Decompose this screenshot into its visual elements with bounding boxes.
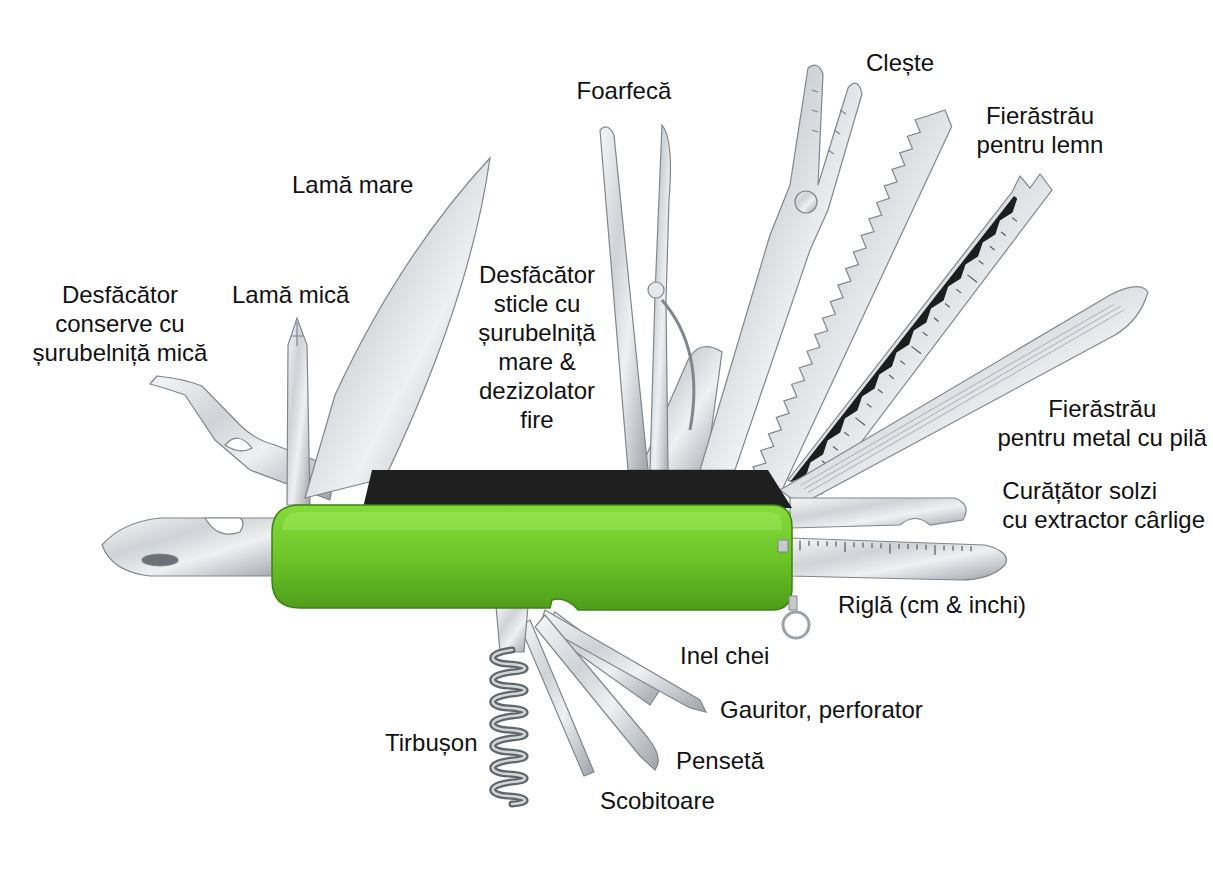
part-label: Curățător solzi cu extractor cârlige <box>1002 476 1205 534</box>
part-label: Desfăcător conserve cu șurubelniță mică <box>33 280 208 367</box>
part-label: Lamă mică <box>232 280 349 309</box>
phillips-tip <box>291 322 303 346</box>
label-line: pentru lemn <box>977 130 1104 159</box>
part-label: Desfăcător sticle cu șurubelniță mare & … <box>478 260 595 434</box>
small-blade <box>287 318 310 505</box>
label-line: Clește <box>866 48 934 77</box>
label-line: Curățător solzi <box>1002 476 1205 505</box>
part-label: Fierăstrău pentru metal cu pilă <box>998 394 1207 452</box>
large-blade <box>305 158 490 498</box>
pliers-serration <box>812 90 846 154</box>
part-label: Inel chei <box>680 641 769 670</box>
part-label: Clește <box>866 48 934 77</box>
label-line: Lamă mică <box>232 280 349 309</box>
label-line: Desfăcător <box>33 280 208 309</box>
scissors-pivot <box>648 282 664 298</box>
label-line: dezizolator <box>478 376 595 405</box>
label-line: sticle cu <box>478 289 595 318</box>
part-label: Fierăstrău pentru lemn <box>977 101 1104 159</box>
label-line: Foarfecă <box>577 76 672 105</box>
label-line: conserve cu <box>33 309 208 338</box>
key-ring <box>783 612 809 638</box>
scissors-left-blade <box>600 127 648 470</box>
label-line: Fierăstrău <box>977 101 1104 130</box>
ruler <box>790 538 1006 580</box>
part-label: Scobitoare <box>600 786 715 815</box>
toothpick <box>520 620 594 776</box>
bottle-notch <box>205 518 243 534</box>
corkscrew-base <box>496 606 528 652</box>
label-line: șurubelniță mică <box>33 338 208 367</box>
label-line: șurubelniță <box>478 318 595 347</box>
part-label: Tirbușon <box>385 728 477 757</box>
part-label: Pensetă <box>676 746 764 775</box>
ruler-scale <box>800 540 971 555</box>
label-line: Fierăstrău <box>998 394 1207 423</box>
tool-hole <box>142 554 178 566</box>
label-line: pentru metal cu pilă <box>998 423 1207 452</box>
label-line: Tirbușon <box>385 728 477 757</box>
label-line: Gauritor, perforator <box>720 695 923 724</box>
corkscrew <box>493 650 525 804</box>
bottom-left-tool <box>102 518 290 576</box>
key-ring-link <box>789 596 797 610</box>
can-opener-notch <box>225 438 252 451</box>
tools-upper <box>102 65 1148 776</box>
part-label: Lamă mare <box>292 170 413 199</box>
label-line: Riglă (cm & inchi) <box>838 590 1026 619</box>
label-line: Scobitoare <box>600 786 715 815</box>
pliers-pivot <box>795 191 817 213</box>
part-label: Gauritor, perforator <box>720 695 923 724</box>
pliers <box>700 65 862 470</box>
label-line: fire <box>478 405 595 434</box>
label-line: Lamă mare <box>292 170 413 199</box>
corkscrew-highlight <box>493 650 525 804</box>
part-label: Riglă (cm & inchi) <box>838 590 1026 619</box>
label-line: Inel chei <box>680 641 769 670</box>
label-line: mare & <box>478 347 595 376</box>
scissors-spring <box>662 300 694 430</box>
fish-scaler <box>790 498 966 528</box>
part-label: Foarfecă <box>577 76 672 105</box>
knife-handle <box>272 505 792 610</box>
label-line: cu extractor cârlige <box>1002 505 1205 534</box>
label-line: Desfăcător <box>478 260 595 289</box>
handle-detail <box>778 540 788 552</box>
handle-highlight <box>282 512 782 530</box>
label-line: Pensetă <box>676 746 764 775</box>
